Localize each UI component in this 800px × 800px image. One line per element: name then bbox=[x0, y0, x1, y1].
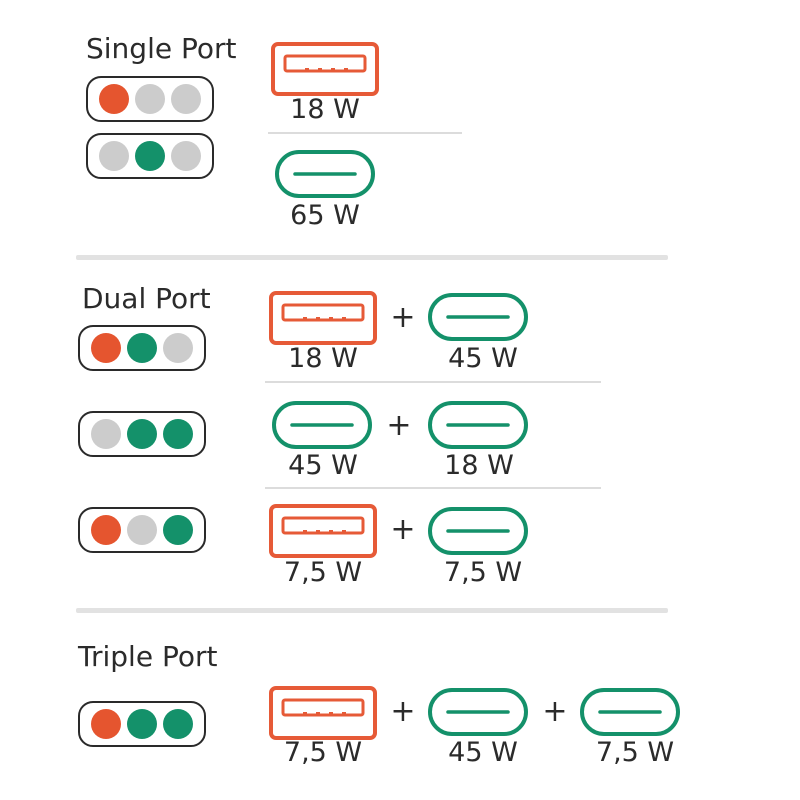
wattage-label: 18 W bbox=[290, 94, 360, 125]
led-dot bbox=[91, 515, 121, 545]
wattage-label: 7,5 W bbox=[283, 557, 363, 588]
led-indicator bbox=[86, 133, 214, 179]
usb-c-port-icon bbox=[428, 401, 528, 449]
wattage-label: 65 W bbox=[290, 200, 360, 231]
usb-c-port-icon bbox=[428, 293, 528, 341]
led-dot bbox=[135, 84, 165, 114]
led-dot bbox=[127, 709, 157, 739]
section-divider bbox=[76, 608, 668, 613]
led-dot bbox=[127, 515, 157, 545]
wattage-label: 45 W bbox=[448, 343, 518, 374]
plus-sign: + bbox=[390, 300, 416, 335]
plus-sign: + bbox=[390, 694, 416, 729]
led-indicator bbox=[86, 76, 214, 122]
wattage-label: 7,5 W bbox=[595, 737, 675, 768]
wattage-label: 18 W bbox=[288, 343, 358, 374]
wattage-label: 7,5 W bbox=[443, 557, 523, 588]
usb-a-port-icon bbox=[269, 291, 377, 345]
row-divider bbox=[268, 132, 462, 134]
usb-a-port-icon bbox=[269, 504, 377, 558]
row-divider bbox=[265, 487, 601, 489]
usb-c-port-icon bbox=[580, 688, 680, 736]
led-dot bbox=[127, 333, 157, 363]
led-dot bbox=[127, 419, 157, 449]
led-indicator bbox=[78, 325, 206, 371]
usb-c-port-icon bbox=[275, 150, 375, 198]
section-title-triple-port: Triple Port bbox=[78, 640, 218, 673]
wattage-label: 45 W bbox=[288, 450, 358, 481]
led-dot bbox=[163, 333, 193, 363]
led-dot bbox=[99, 141, 129, 171]
usb-a-port-icon bbox=[269, 686, 377, 740]
led-dot bbox=[171, 84, 201, 114]
led-dot bbox=[135, 141, 165, 171]
led-dot bbox=[163, 709, 193, 739]
led-dot bbox=[91, 709, 121, 739]
section-title-dual-port: Dual Port bbox=[82, 282, 211, 315]
led-dot bbox=[171, 141, 201, 171]
section-divider bbox=[76, 255, 668, 260]
wattage-label: 45 W bbox=[448, 737, 518, 768]
led-indicator bbox=[78, 507, 206, 553]
led-dot bbox=[91, 333, 121, 363]
usb-c-port-icon bbox=[272, 401, 372, 449]
wattage-label: 7,5 W bbox=[283, 737, 363, 768]
plus-sign: + bbox=[390, 512, 416, 547]
led-indicator bbox=[78, 701, 206, 747]
plus-sign: + bbox=[386, 408, 412, 443]
led-dot bbox=[99, 84, 129, 114]
led-indicator bbox=[78, 411, 206, 457]
usb-c-port-icon bbox=[428, 688, 528, 736]
usb-c-port-icon bbox=[428, 507, 528, 555]
wattage-label: 18 W bbox=[444, 450, 514, 481]
plus-sign: + bbox=[542, 694, 568, 729]
usb-a-port-icon bbox=[271, 42, 379, 96]
led-dot bbox=[91, 419, 121, 449]
row-divider bbox=[265, 381, 601, 383]
section-title-single-port: Single Port bbox=[86, 32, 237, 65]
led-dot bbox=[163, 515, 193, 545]
led-dot bbox=[163, 419, 193, 449]
